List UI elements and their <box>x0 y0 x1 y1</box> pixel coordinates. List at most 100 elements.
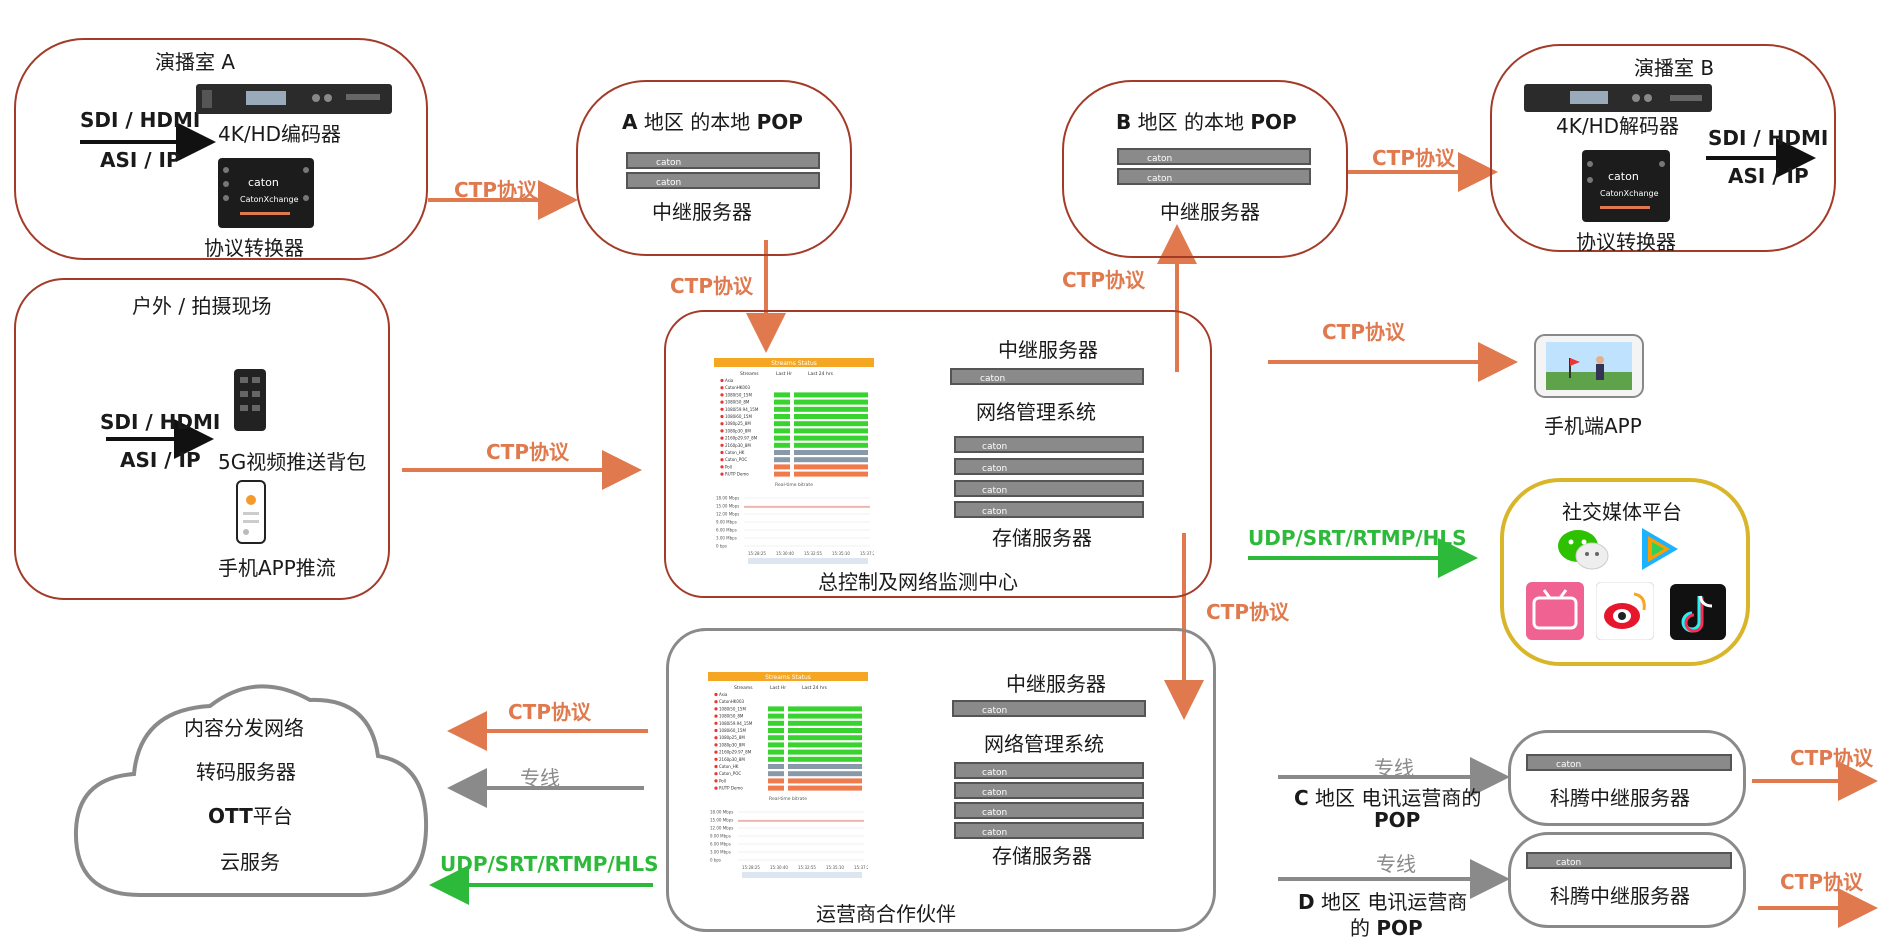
panel-legend: Real-time bitrate <box>769 796 807 802</box>
panel-ytick: 18.00 Mbps <box>710 810 733 815</box>
pop-a-relay-label: 中继服务器 <box>652 200 752 224</box>
control-storage-servers: caton caton caton caton <box>954 436 1144 518</box>
pop-d-relay-label: 科腾中继服务器 <box>1550 884 1690 908</box>
control-relay-label: 中继服务器 <box>998 338 1098 362</box>
panel-row-bar-hr <box>768 756 784 762</box>
link-label-cloud-leased: 专线 <box>520 766 560 790</box>
decoder-device <box>1524 84 1712 112</box>
panel-row-bar-24h <box>788 764 862 769</box>
svg-text:caton: caton <box>982 788 1007 798</box>
panel-row-bar-24h <box>794 406 868 412</box>
weibo-icon <box>1596 582 1654 640</box>
cloud-shape <box>73 684 429 897</box>
panel-row-dot <box>720 450 724 455</box>
pop-d-box <box>1508 832 1746 928</box>
panel-row-bar-hr <box>768 713 784 719</box>
studio-b-converter-label: 协议转换器 <box>1576 230 1676 254</box>
svg-text:caton: caton <box>1608 170 1639 183</box>
converter-label: 协议转换器 <box>204 236 304 260</box>
panel-ytick: 0 bps <box>716 544 727 549</box>
panel-row-label: Caton_HK <box>719 764 739 769</box>
panel-row-label: 1080i50_15M <box>719 706 746 711</box>
panel-row-dot <box>714 692 718 697</box>
panel-ytick: 12.00 Mbps <box>716 512 739 517</box>
svg-text:caton: caton <box>656 158 681 168</box>
panel-ytick: 6.00 Mbps <box>710 842 731 847</box>
panel-row-dot <box>714 786 718 790</box>
panel-row-bar-24h <box>794 399 868 405</box>
panel-row-bar-24h <box>788 713 862 719</box>
svg-text:caton: caton <box>982 828 1007 838</box>
panel-col-last-24: Last 24 hrs <box>802 685 828 691</box>
panel-row-label: 1080p30_8M <box>719 742 745 747</box>
svg-text:caton: caton <box>982 442 1007 452</box>
panel-row-label: Asia <box>725 378 734 383</box>
cloud-item-transcoder: 转码服务器 <box>196 760 296 784</box>
panel-xtick: 15:35:10 <box>826 865 844 870</box>
backpack-device <box>234 369 266 431</box>
control-nms-label: 网络管理系统 <box>976 400 1096 424</box>
panel-row-dot <box>720 386 724 390</box>
partner-box <box>666 628 1216 932</box>
panel-ytick: 9.00 Mbps <box>716 520 737 525</box>
panel-row-bar-hr <box>774 464 790 470</box>
panel-row-label: 1080i59.94_15M <box>725 407 759 412</box>
cloud-item-cdn: 内容分发网络 <box>184 716 304 740</box>
svg-text:caton: caton <box>1147 174 1172 184</box>
phone-app-label: 手机APP推流 <box>218 556 336 580</box>
panel-ytick: 12.00 Mbps <box>710 826 733 831</box>
studio-b-box <box>1490 44 1836 252</box>
panel-row-label: 1080p25_8M <box>725 421 751 426</box>
link-label-partner: CTP协议 <box>1206 600 1289 624</box>
pop-b-server: caton caton <box>1117 148 1311 185</box>
panel-row-bar-24h <box>794 392 868 398</box>
panel-ytick: 3.00 Mbps <box>716 536 737 541</box>
panel-row-bar-hr <box>774 421 790 427</box>
link-label-c-leased: 专线 <box>1374 756 1414 780</box>
panel-ytick: 18.00 Mbps <box>716 496 739 501</box>
partner-nms-label: 网络管理系统 <box>984 732 1104 756</box>
panel-row-dot <box>714 721 718 725</box>
panel-row-dot <box>720 458 724 462</box>
panel-row-bar-24h <box>794 457 868 463</box>
pop-a-title: A 地区 的本地 POP <box>622 110 803 134</box>
social-media-box <box>1500 478 1750 666</box>
panel-col-last-24: Last 24 hrs <box>808 371 834 377</box>
panel-row-bar-24h <box>788 778 862 784</box>
panel-row-dot <box>720 400 724 404</box>
pop-d-server: caton <box>1526 852 1732 869</box>
panel-row-dot <box>714 707 718 711</box>
panel-row-bar-hr <box>774 442 790 448</box>
panel-row-label: 2160p29.97_8M <box>719 750 752 755</box>
panel-xtick: 15:37:25 <box>860 551 874 556</box>
panel-row-bar-hr <box>774 392 790 398</box>
panel-row-bar-24h <box>788 749 862 755</box>
panel-row-bar-hr <box>768 735 784 741</box>
panel-row-dot <box>720 436 724 440</box>
link-label-pop-a: CTP协议 <box>670 274 753 298</box>
panel-row-bar-hr <box>768 742 784 748</box>
panel-row-label: Caton_POC <box>725 457 747 462</box>
wechat-icon <box>1558 530 1609 570</box>
partner-storage-label: 存储服务器 <box>992 844 1092 868</box>
panel-row-dot <box>720 393 724 397</box>
panel-row-bar-hr <box>768 749 784 755</box>
link-label-studio-b: CTP协议 <box>1372 146 1455 170</box>
panel-row-dot <box>720 429 724 433</box>
panel-col-streams: Streams <box>740 371 759 377</box>
outdoor-sdi-label: SDI / HDMI <box>100 410 221 434</box>
panel-row-label: Caton_HK <box>725 450 745 455</box>
pop-d-label-line2: 的 POP <box>1350 916 1423 940</box>
panel-ytick: 9.00 Mbps <box>710 834 731 839</box>
mobile-app-label: 手机端APP <box>1544 414 1642 438</box>
panel-row-label: 2160p30_8M <box>719 757 745 762</box>
svg-text:caton: caton <box>1556 760 1581 770</box>
phone-app-device <box>236 480 266 544</box>
pop-b-relay-label: 中继服务器 <box>1160 200 1260 224</box>
outdoor-box <box>14 278 390 600</box>
panel-row-label: CatonHK003 <box>719 699 745 704</box>
svg-text:caton: caton <box>980 374 1005 384</box>
bilibili-icon <box>1526 582 1584 640</box>
studio-b-converter-device: caton CatonXchange <box>1582 150 1670 222</box>
